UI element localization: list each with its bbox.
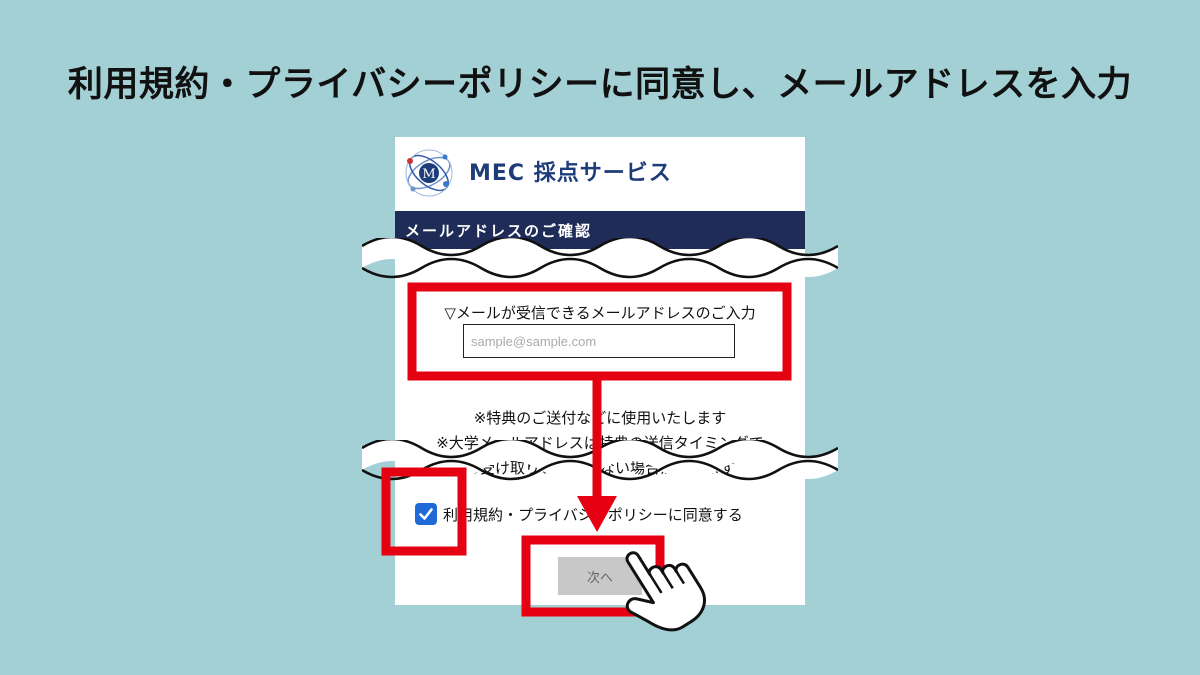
agree-label: 利用規約・プライバシーポリシーに同意する [443, 505, 743, 524]
wavy-cut-divider [362, 238, 838, 279]
agree-checkbox[interactable] [415, 503, 437, 525]
agree-row: 利用規約・プライバシーポリシーに同意する [415, 503, 743, 525]
email-input[interactable] [463, 324, 735, 358]
note-usage: ※特典のご送付などに使用いたします [473, 409, 727, 427]
page-headline: 利用規約・プライバシーポリシーに同意し、メールアドレスを入力 [67, 65, 1133, 105]
app-header: M MEC 採点サービス [395, 137, 805, 209]
email-field-label: ▽メールが受信できるメールアドレスのご入力 [444, 304, 756, 322]
logo-letter: M [422, 167, 435, 182]
phone-screen: M MEC 採点サービス メールアドレスのご確認 ▽メールが受信できるメールアド… [395, 137, 805, 605]
next-button[interactable]: 次へ [558, 557, 642, 595]
wavy-cut-divider [362, 440, 838, 481]
orbit-m-logo-icon: M [405, 149, 453, 197]
app-name: MEC 採点サービス [469, 161, 672, 186]
checkmark-icon [419, 508, 433, 520]
